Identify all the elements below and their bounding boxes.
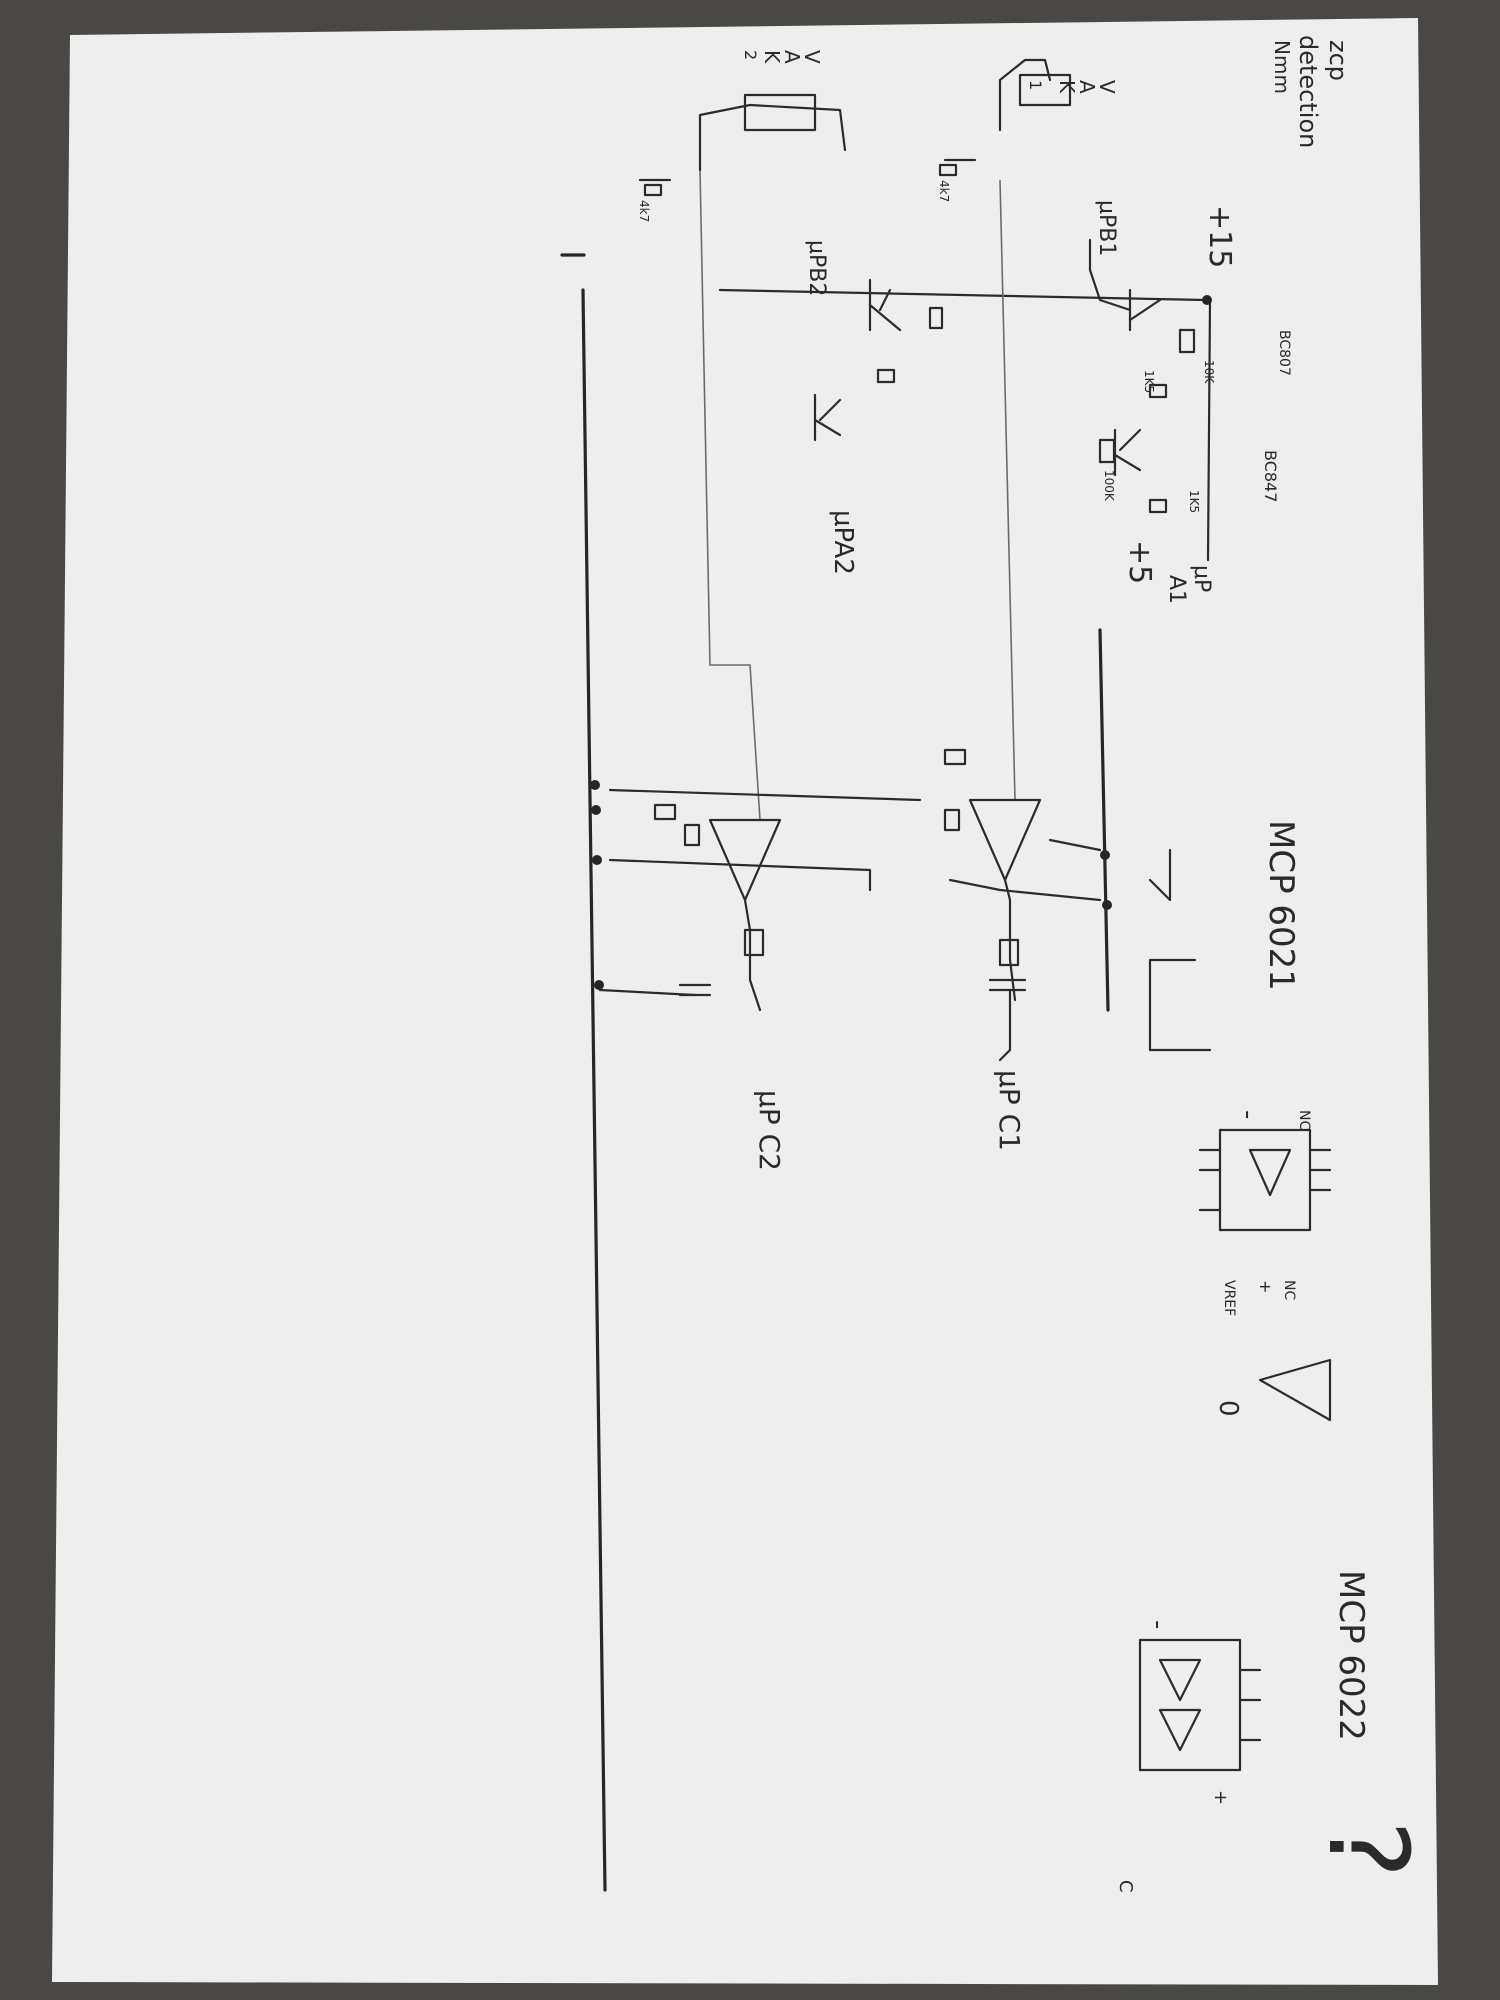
label-vref: VREF: [1221, 1280, 1237, 1316]
ground-bus: [581, 288, 607, 1892]
label-plus5: +5: [1122, 540, 1157, 584]
label-mup-c2: µP C2: [753, 1090, 786, 1171]
label-vak1-k: K: [1055, 80, 1079, 94]
opamp-2: [598, 788, 922, 1012]
label-mcp6021: MCP 6021: [1261, 820, 1301, 991]
resistor-lower-1: [928, 306, 944, 330]
label-vak2-n: 2: [741, 50, 760, 60]
label-plus15: +15: [1202, 205, 1237, 268]
label-vak1-a: A: [1075, 80, 1099, 94]
label-question: ?: [1304, 1820, 1432, 1878]
junction-6: [594, 980, 604, 990]
transistor-lower: [868, 278, 902, 332]
label-zcd-2: detection: [1294, 35, 1322, 148]
label-mup-b2: µPB2: [804, 240, 829, 296]
resistor-1k5-2: [1148, 498, 1168, 514]
junction-5: [592, 855, 602, 865]
label-mup-c1: µP C1: [993, 1070, 1026, 1151]
vak2-resistor: [743, 93, 817, 132]
resistor-4k7-1: [938, 158, 977, 177]
vak1-signal-wire: [999, 179, 1016, 801]
label-minus-1: -: [1233, 1110, 1263, 1119]
label-vak1-v: V: [1095, 80, 1119, 94]
mcp6022-pinout: [1138, 1638, 1262, 1772]
vak2-wire: [698, 103, 847, 172]
label-vak2-k: K: [760, 50, 784, 64]
label-plus-pin: +: [1256, 1280, 1275, 1293]
resistor-1k5-1: [1148, 383, 1168, 399]
label-r-4k7-2: 4k7: [637, 200, 651, 222]
plus5-bus: [1098, 628, 1110, 1012]
mcp6021-pinout: [1198, 1128, 1332, 1232]
junction-1: [1100, 850, 1110, 860]
label-mcp6022: MCP 6022: [1331, 1570, 1371, 1741]
label-vak2-v: V: [800, 50, 824, 64]
label-bc807: BC807: [1276, 330, 1292, 376]
label-mup-b1: µPB1: [1094, 200, 1119, 256]
label-nc-1: NC: [1296, 1110, 1312, 1130]
transistor-lower-2: [813, 393, 842, 442]
transistor-bc807: [1088, 238, 1162, 332]
resistor-4k7-2: [638, 178, 672, 197]
arrow-curve: [1148, 958, 1212, 1052]
label-mup-a2: µPA2: [828, 510, 858, 575]
junction-7: [1202, 295, 1212, 305]
label-mup-a1-top: µP: [1189, 565, 1214, 592]
resistor-lower-2: [876, 368, 896, 384]
label-r-100k: 100K: [1102, 470, 1116, 502]
junction-2: [1102, 900, 1112, 910]
label-zcd-3: Nmm: [1270, 40, 1294, 94]
resistor-10k: [1178, 328, 1196, 354]
paper-sheet: [52, 18, 1438, 1985]
label-nc-2: NC: [1281, 1280, 1297, 1300]
label-bc847: BC847: [1261, 450, 1280, 502]
arrow-down: [1148, 848, 1172, 902]
label-c-pin: C: [1115, 1880, 1136, 1893]
junction-4: [591, 805, 601, 815]
label-r-1k5-2: 1K5: [1187, 490, 1201, 513]
label-zcd-1: zcp: [1324, 40, 1352, 81]
label-vak1-n: 1: [1026, 80, 1045, 90]
vak1-resistor: [1018, 73, 1072, 107]
top-wire: [718, 288, 1207, 302]
vak1-wire: [998, 58, 1052, 132]
label-minus-2: -: [1143, 1620, 1173, 1629]
junction-3: [590, 780, 600, 790]
label-zero: 0: [1213, 1400, 1243, 1417]
comparator-symbol: [1258, 1358, 1332, 1422]
label-plus-pin2: +: [1210, 1790, 1231, 1805]
plus15-bus: [1206, 298, 1212, 562]
label-mup-a1-bot: A1: [1164, 575, 1189, 604]
opamp-1: [943, 748, 1102, 1062]
vak2-signal-wire: [699, 169, 761, 821]
resistor-100k: [1098, 438, 1116, 464]
label-r-10k: 10K: [1202, 360, 1216, 384]
label-vak2-a: A: [780, 50, 804, 64]
label-r-4k7-1: 4k7: [937, 180, 951, 202]
label-r-1k5-1: 1K5: [1142, 370, 1156, 393]
